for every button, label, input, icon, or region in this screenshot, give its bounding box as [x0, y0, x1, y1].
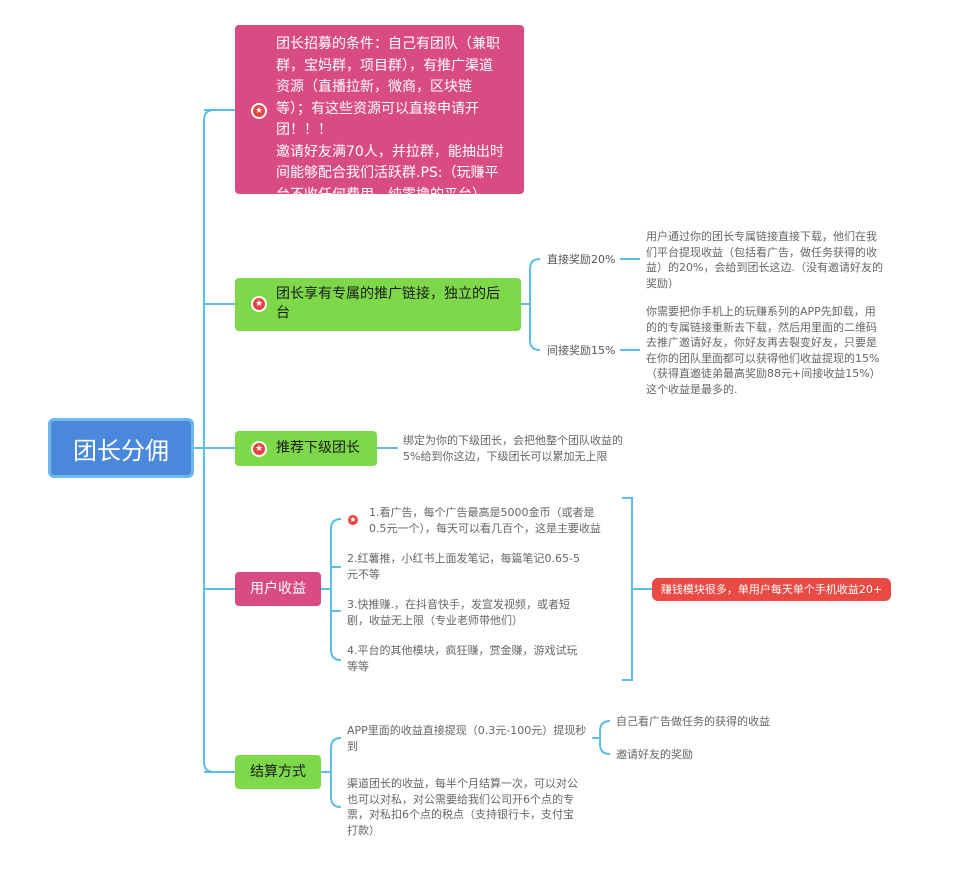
recruit-line: 间能够配合我们活跃群.PS:（玩赚平 — [276, 165, 499, 181]
desc-line: （获得直邀徒弟最高奖励88元+间接收益15%） — [646, 367, 881, 380]
app-withdraw-desc[interactable]: APP里面的收益直接提现（0.3元-100元）提现秒 到 — [347, 723, 586, 754]
recruit-line: 群，宝妈群，项目群），有推广渠道 — [276, 57, 493, 74]
earnings-summary-badge[interactable]: 赚钱模块很多，单用户每天单个手机收益20+ — [652, 578, 891, 601]
desc-line: 等等 — [347, 659, 369, 673]
desc-line: 这个收益是最多的. — [646, 382, 738, 396]
earnings-item-2[interactable]: 2.红薯推，小红书上面发笔记，每篇笔记0.65-5 元不等 — [347, 551, 580, 582]
desc-line: 你需要把你手机上的玩赚系列的APP先卸载，用 — [646, 305, 876, 318]
recommend-label: 推荐下级团长 — [276, 440, 360, 456]
recommend-sub-leader-node[interactable]: ★ 推荐下级团长 — [235, 431, 377, 466]
desc-line: 打款） — [347, 823, 380, 837]
desc-line: 益）的20%，会给到团长这边.（没有邀请好友的 — [646, 261, 883, 274]
exclusive-line: 台 — [276, 305, 290, 321]
desc-line: 到 — [347, 739, 358, 753]
recruit-line: 邀请好友满70人，并拉群，能抽出时 — [276, 143, 504, 160]
recommend-desc: 绑定为你的下级团长，会把他整个团队收益的 5%给到你这边，下级团长可以累加无上限 — [403, 433, 623, 464]
desc-line: 1.看广告，每个广告最高是5000金币（或者是 — [369, 506, 595, 519]
earnings-item-3[interactable]: 3.快推赚.，在抖音快手，发宣发视频，或者短 剧，收益无上限（专业老师带他们） — [347, 597, 570, 628]
recruit-line: 团！！！ — [276, 122, 332, 138]
desc-line: 3.快推赚.，在抖音快手，发宣发视频，或者短 — [347, 598, 570, 611]
star-icon: ★ — [251, 296, 267, 312]
star-icon: ★ — [251, 103, 267, 119]
settlement-label: 结算方式 — [250, 764, 306, 780]
channel-settlement-desc[interactable]: 渠道团长的收益，每半个月结算一次，可以对公 也可以对私，对公需要给我们公司开6个… — [347, 776, 578, 838]
earnings-item-4[interactable]: 4.平台的其他模块，疯狂赚，赏金赚，游戏试玩 等等 — [347, 643, 578, 674]
indirect-reward-label[interactable]: 间接奖励15% — [547, 344, 616, 357]
recruit-line: 台不收任何费用，纯零撸的平台） — [276, 186, 486, 203]
exclusive-line: 团长享有专属的推广链接，独立的后 — [276, 286, 500, 302]
direct-reward-label[interactable]: 直接奖励20% — [547, 253, 616, 266]
desc-line: 们平台提现收益（包括看广告，做任务获得的收 — [646, 245, 877, 259]
settlement-node[interactable]: 结算方式 — [235, 755, 321, 789]
recruit-line: 等）；有这些资源可以直接申请开 — [276, 100, 479, 117]
recruit-line: 资源（直播拉新，微商，区块链 — [276, 79, 472, 95]
desc-line: 2.红薯推，小红书上面发笔记，每篇笔记0.65-5 — [347, 552, 580, 565]
desc-line: 剧，收益无上限（专业老师带他们） — [347, 613, 523, 627]
root-label: 团长分佣 — [73, 436, 169, 465]
desc-line: 0.5元一个），每天可以看几百个，这是主要收益 — [369, 521, 601, 535]
desc-line: 的的专属链接重新去下载，然后用里面的二维码 — [646, 320, 877, 334]
indirect-reward-desc: 你需要把你手机上的玩赚系列的APP先卸载，用 的的专属链接重新去下载，然后用里面… — [646, 304, 881, 397]
desc-line: 元不等 — [347, 567, 380, 581]
direct-reward-desc: 用户通过你的团长专属链接直接下载，他们在我 们平台提现收益（包括看广告，做任务获… — [646, 229, 883, 291]
withdraw-source-ads[interactable]: 自己看广告做任务的获得的收益 — [616, 715, 770, 728]
desc-line: 票，对私扣6个点的税点（支持银行卡，支付宝 — [347, 808, 574, 821]
desc-line: 4.平台的其他模块，疯狂赚，赏金赚，游戏试玩 — [347, 644, 578, 657]
recruit-line: 团长招募的条件：自己有团队（兼职 — [276, 36, 500, 52]
desc-line: APP里面的收益直接提现（0.3元-100元）提现秒 — [347, 724, 587, 737]
star-icon: ★ — [346, 513, 360, 527]
exclusive-link-node[interactable]: ★ 团长享有专属的推广链接，独立的后 台 — [235, 278, 521, 331]
desc-line: 奖励） — [646, 276, 679, 290]
desc-line: 渠道团长的收益，每半个月结算一次，可以对公 — [347, 777, 578, 790]
desc-line: 绑定为你的下级团长，会把他整个团队收益的 — [403, 434, 623, 447]
desc-line: 用户通过你的团长专属链接直接下载，他们在我 — [646, 230, 877, 243]
desc-line: 5%给到你这边，下级团长可以累加无上限 — [403, 449, 608, 463]
star-icon: ★ — [251, 441, 267, 457]
earnings-label: 用户收益 — [250, 581, 306, 597]
withdraw-source-invite[interactable]: 邀请好友的奖励 — [616, 748, 693, 761]
user-earnings-node[interactable]: 用户收益 — [235, 572, 321, 606]
root-node[interactable]: 团长分佣 — [48, 418, 194, 478]
desc-line: 也可以对私，对公需要给我们公司开6个点的专 — [347, 792, 574, 806]
recruit-conditions-node[interactable]: ★ 团长招募的条件：自己有团队（兼职 群，宝妈群，项目群），有推广渠道 资源（直… — [235, 25, 524, 203]
earnings-item-1[interactable]: 1.看广告，每个广告最高是5000金币（或者是 0.5元一个），每天可以看几百个… — [369, 505, 601, 536]
desc-line: 在你的团队里面都可以获得他们收益提现的15% — [646, 351, 880, 365]
desc-line: 去推广邀请好友，你好友再去裂变好友，只要是 — [646, 336, 877, 349]
